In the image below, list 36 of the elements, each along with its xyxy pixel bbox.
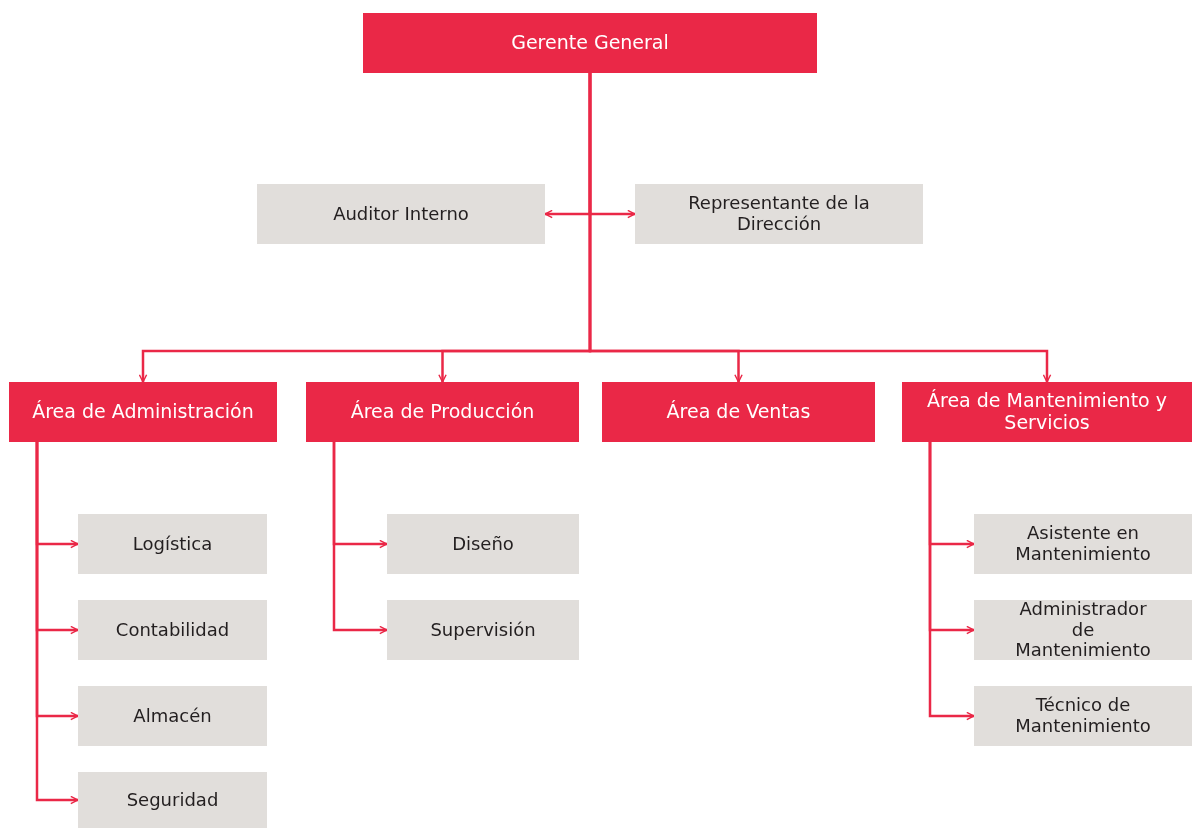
box-label: Supervisión <box>430 619 536 641</box>
box-label: Área de Producción <box>350 401 535 423</box>
box-label: Área de Administración <box>32 401 254 423</box>
department-box <box>602 382 875 442</box>
connector-arrow <box>35 442 79 805</box>
position-box <box>78 686 267 746</box>
position-box <box>78 514 267 574</box>
position-box <box>387 600 579 660</box>
department-box <box>9 382 277 442</box>
box-label: Almacén <box>133 705 212 727</box>
department-box <box>363 13 817 73</box>
box-label: Gerente General <box>511 32 669 54</box>
box-label: Técnico de Mantenimiento <box>1014 695 1152 737</box>
box-label: Contabilidad <box>115 619 230 641</box>
connector-arrow <box>588 73 1052 383</box>
position-box <box>257 184 545 244</box>
position-box <box>974 514 1192 574</box>
department-box <box>902 382 1192 442</box>
connector-arrow <box>332 442 388 635</box>
box-label: Área de Ventas <box>666 401 811 423</box>
position-box <box>974 686 1192 746</box>
box-label: Asistente en Mantenimiento <box>1014 523 1152 565</box>
department-box <box>306 382 579 442</box>
box-label: Logística <box>132 533 213 555</box>
box-label: Seguridad <box>126 789 219 811</box>
position-box <box>974 600 1192 660</box>
box-label: Diseño <box>452 533 514 555</box>
position-box <box>78 772 267 828</box>
position-box <box>387 514 579 574</box>
box-label: Área de Mantenimiento y Servicios <box>926 390 1168 434</box>
box-label: Representante de la Dirección <box>687 193 871 235</box>
box-label: Auditor Interno <box>333 203 469 225</box>
box-label: Administrador de Mantenimiento <box>1014 598 1152 662</box>
position-box <box>635 184 923 244</box>
connector-arrow <box>928 442 975 721</box>
position-box <box>78 600 267 660</box>
